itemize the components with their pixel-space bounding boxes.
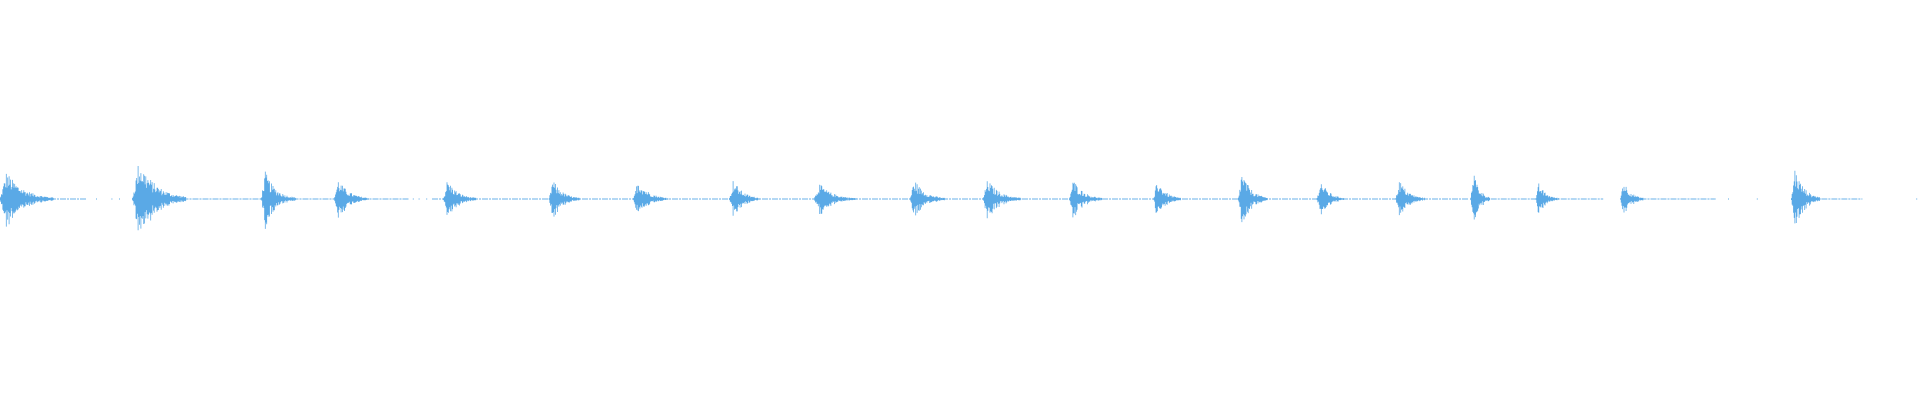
waveform-burst-9 [909,182,945,216]
waveform-burst-path-19 [1791,170,1821,224]
waveform-burst-10 [982,181,1022,219]
waveform-burst-path-11 [1069,182,1102,218]
waveform-burst-path-5 [548,182,580,217]
waveform-burst-6 [633,185,669,212]
waveform-burst-path-14 [1316,184,1345,215]
waveform-burst-7 [729,181,761,216]
waveform-dot-7 [1728,198,1729,200]
waveform-dot-2 [119,198,120,200]
waveform-burst-13 [1238,177,1268,223]
waveform-burst-path-3 [333,182,369,218]
waveform-burst-path-0 [0,173,54,227]
waveform-burst-1 [132,166,187,231]
waveform-bursts-group [0,166,1821,231]
waveform-burst-5 [548,182,580,217]
waveform-burst-path-4 [443,182,477,215]
waveform-burst-15 [1395,182,1425,216]
waveform-burst-path-17 [1535,183,1559,213]
waveform-burst-17 [1535,183,1559,213]
waveform-dot-3 [412,198,414,200]
waveform-burst-2 [260,171,296,229]
waveform-burst-path-8 [813,184,857,214]
waveform-burst-12 [1153,185,1181,213]
waveform-burst-0 [0,173,54,227]
waveform-dot-9 [1916,198,1918,200]
waveform-burst-path-9 [909,182,945,216]
waveform-dot-6 [1714,198,1716,200]
waveform-dot-4 [418,198,420,200]
waveform-burst-8 [813,184,857,214]
waveform-burst-16 [1470,175,1490,220]
waveform-burst-path-10 [982,181,1022,219]
waveform-burst-3 [333,182,369,218]
waveform-burst-18 [1620,186,1644,213]
waveform-burst-path-18 [1620,186,1644,213]
waveform-burst-19 [1791,170,1821,224]
waveform-dot-5 [426,198,428,200]
waveform-burst-14 [1316,184,1345,215]
waveform-dot-0 [96,198,97,200]
waveform-burst-11 [1069,182,1102,218]
waveform-burst-path-15 [1395,182,1425,216]
waveform-burst-path-1 [132,166,187,231]
waveform-burst-path-7 [729,181,761,216]
waveform-burst-path-6 [633,185,669,212]
waveform-burst-path-12 [1153,185,1181,213]
waveform-dot-1 [111,198,113,200]
waveform-burst-path-13 [1238,177,1268,223]
waveform-burst-path-2 [260,171,296,229]
waveform-burst-path-16 [1470,175,1490,220]
waveform-dot-8 [1756,198,1758,200]
waveform-burst-4 [443,182,477,215]
